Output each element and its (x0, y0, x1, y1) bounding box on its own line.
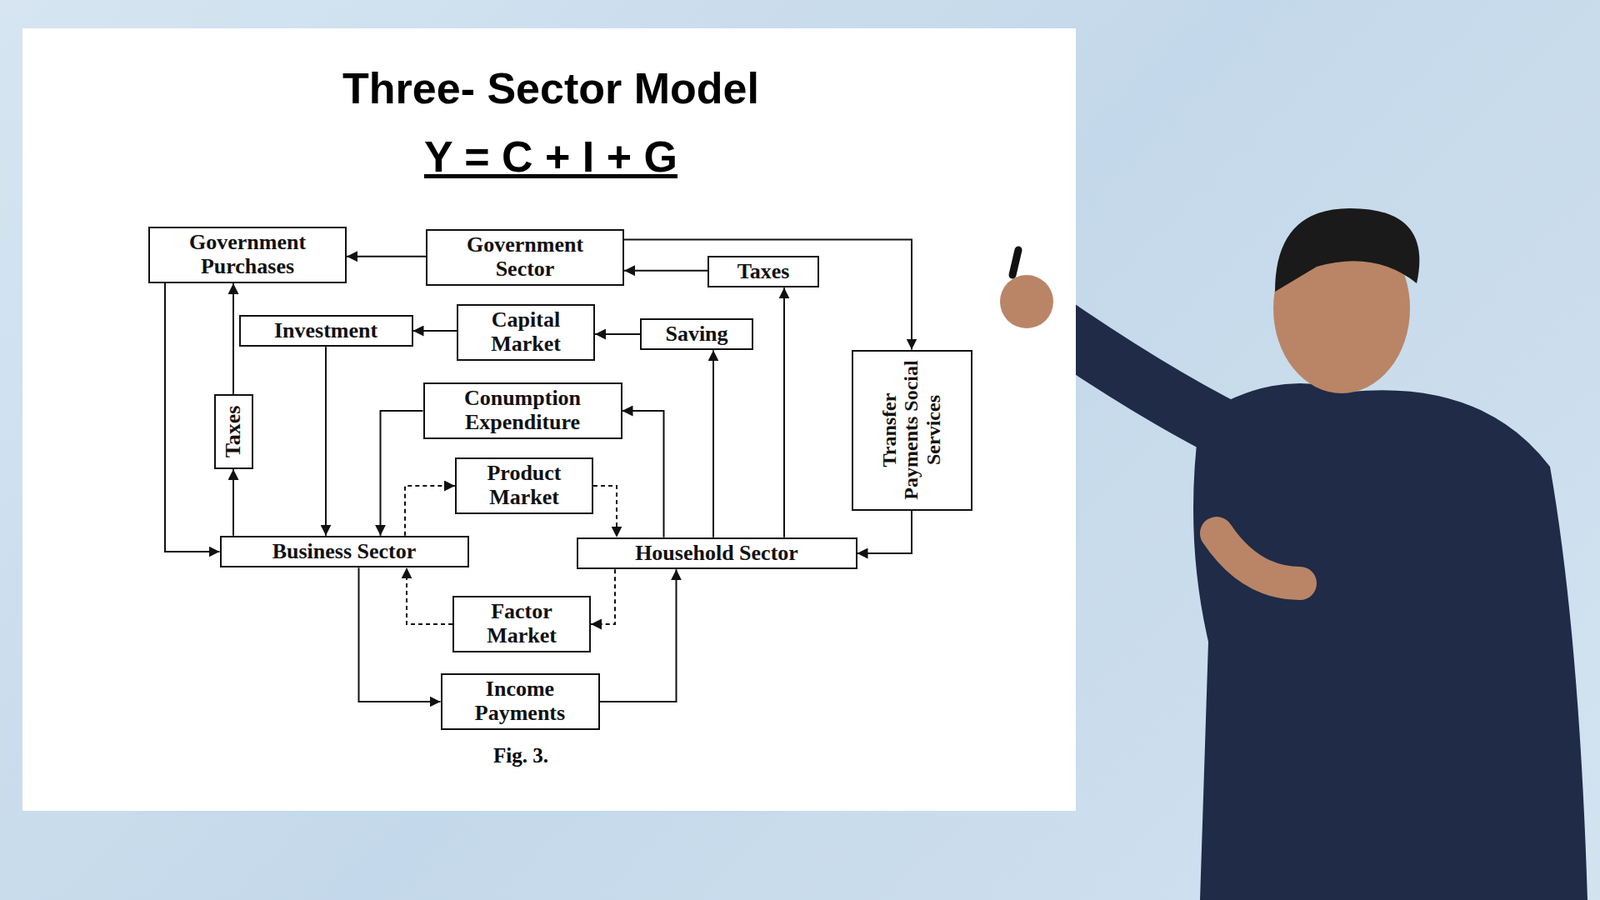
sector-box: Saving (640, 318, 754, 351)
money-flow-arrow (624, 239, 912, 350)
money-flow-arrow (712, 350, 715, 537)
sector-box: Taxes (214, 394, 254, 470)
market-flow-arrow (590, 569, 615, 625)
sector-box: Government Sector (425, 229, 625, 285)
presenter-hand (1216, 533, 1300, 584)
sector-box: Taxes (707, 255, 820, 289)
box-label: Household Sector (635, 541, 799, 566)
sector-box: Government Purchases (148, 226, 347, 284)
box-label: Product Market (465, 461, 583, 510)
money-flow-arrow (380, 410, 424, 536)
box-label: Investment (274, 319, 378, 344)
presenter-hand (1000, 275, 1054, 329)
box-label: Business Sector (272, 540, 417, 565)
money-flow-arrow (622, 410, 665, 538)
money-flow-arrow (359, 567, 441, 702)
box-label: Transfer Payments Social Services (878, 357, 945, 504)
slide-title: Three- Sector Model (342, 63, 760, 114)
box-label: Taxes (737, 260, 790, 285)
sector-box: Income Payments (440, 673, 600, 730)
money-flow-arrow (232, 469, 235, 536)
box-label: Taxes (221, 405, 246, 459)
sector-box: Conumption Expenditure (423, 382, 623, 440)
box-label: Government Sector (437, 233, 613, 281)
money-flow-arrow (595, 333, 640, 335)
sector-box: Transfer Payments Social Services (851, 350, 973, 511)
presenter-shirt (1193, 383, 1588, 900)
sector-box: Product Market (455, 457, 594, 514)
box-label: Conumption Expenditure (435, 386, 610, 435)
money-flow-arrow (600, 569, 677, 702)
presenter-hair (1275, 208, 1420, 292)
marker-pen (1012, 250, 1019, 275)
sector-box: Household Sector (576, 537, 858, 570)
money-flow-arrow (325, 346, 327, 535)
money-flow-arrow (624, 270, 708, 272)
market-flow-arrow (405, 485, 455, 536)
sector-box: Investment (239, 315, 414, 348)
figure-caption: Fig. 3. (493, 744, 549, 768)
box-label: Government Purchases (160, 230, 335, 279)
money-flow-arrow (857, 510, 913, 555)
box-label: Capital Market (467, 308, 585, 356)
market-flow-arrow (593, 485, 617, 538)
market-flow-arrow (406, 567, 453, 625)
sector-box: Factor Market (452, 595, 591, 652)
box-label: Saving (665, 322, 728, 347)
money-flow-arrow (346, 255, 426, 258)
money-flow-arrow (165, 283, 220, 552)
sector-box: Capital Market (456, 304, 595, 360)
money-flow-arrow (232, 283, 235, 395)
money-flow-arrow (783, 287, 785, 537)
sector-box: Business Sector (220, 535, 470, 569)
money-flow-arrow (413, 330, 458, 332)
box-label: Factor Market (463, 600, 580, 648)
equation-label: Y = C + I + G (424, 131, 678, 182)
box-label: Income Payments (451, 677, 590, 725)
